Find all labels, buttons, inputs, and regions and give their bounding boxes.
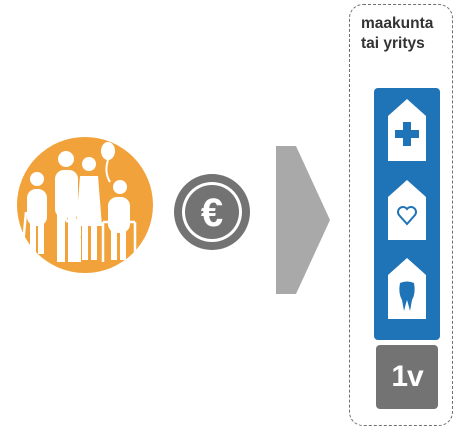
- euro-symbol: €: [201, 191, 223, 235]
- term-badge-text: 1v: [391, 360, 423, 393]
- flow-arrow-icon: [276, 146, 330, 294]
- dental-care-tooth-icon: [388, 258, 426, 319]
- term-badge: 1v: [376, 345, 438, 409]
- people-group-icon: [17, 137, 153, 273]
- provider-container: [349, 4, 453, 426]
- provider-label-line2: tai yritys: [361, 35, 425, 52]
- euro-coin-icon: €: [174, 174, 250, 250]
- health-center-cross-icon: [388, 99, 426, 161]
- social-care-heart-icon: [388, 180, 426, 240]
- provider-label-line1: maakunta: [361, 15, 434, 32]
- provider-label: maakunta tai yritys: [361, 14, 451, 54]
